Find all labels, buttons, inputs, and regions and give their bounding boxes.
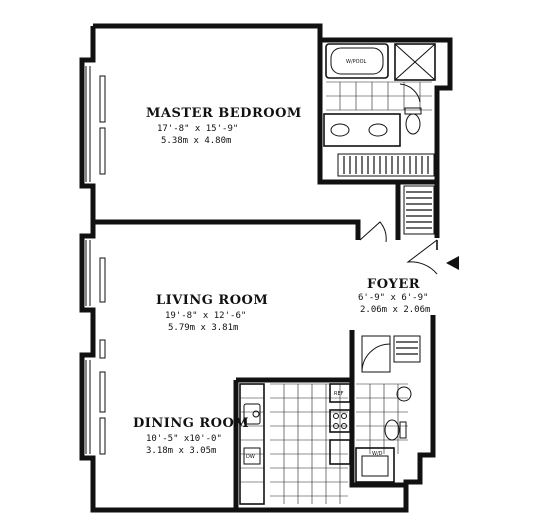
doors	[359, 221, 438, 275]
kitchen: DW REF	[239, 383, 351, 505]
room-master-bedroom: MASTER BEDROOM 17'-8" x 15'-9" 5.38m x 4…	[146, 106, 302, 146]
room-foyer: FOYER 6'-9" x 6'-9" 2.06m x 2.06m	[358, 277, 430, 315]
master-bedroom-name: MASTER BEDROOM	[146, 106, 302, 121]
dining-room-dim-imperial: 10'-5" x10'-0"	[146, 434, 222, 444]
wd-label: W/D	[372, 451, 383, 457]
foyer-dim-imperial: 6'-9" x 6'-9"	[358, 293, 428, 303]
master-bath: W/POOL	[323, 43, 436, 235]
entry-arrow	[446, 256, 459, 270]
ref-label: REF	[334, 391, 344, 397]
master-bedroom-dim-imperial: 17'-8" x 15'-9"	[157, 124, 238, 134]
living-room-name: LIVING ROOM	[156, 293, 268, 308]
tub-label: W/POOL	[346, 59, 367, 65]
foyer-name: FOYER	[367, 277, 420, 292]
dining-room-name: DINING ROOM	[133, 416, 249, 431]
room-dining-room: DINING ROOM 10'-5" x10'-0" 3.18m x 3.05m	[133, 416, 249, 456]
windows	[85, 66, 106, 455]
hall-bath: W/D	[355, 335, 421, 483]
foyer-dim-metric: 2.06m x 2.06m	[360, 305, 430, 315]
closet-rod-hatch	[343, 156, 429, 174]
dining-room-dim-metric: 3.18m x 3.05m	[146, 446, 216, 456]
master-bedroom-dim-metric: 5.38m x 4.80m	[161, 136, 231, 146]
exterior-walls	[79, 23, 453, 513]
living-room-dim-metric: 5.79m x 3.81m	[168, 323, 238, 333]
dw-label: DW	[246, 454, 255, 460]
living-room-dim-imperial: 19'-8" x 12'-6"	[165, 311, 246, 321]
room-living-room: LIVING ROOM 19'-8" x 12'-6" 5.79m x 3.81…	[156, 293, 268, 333]
